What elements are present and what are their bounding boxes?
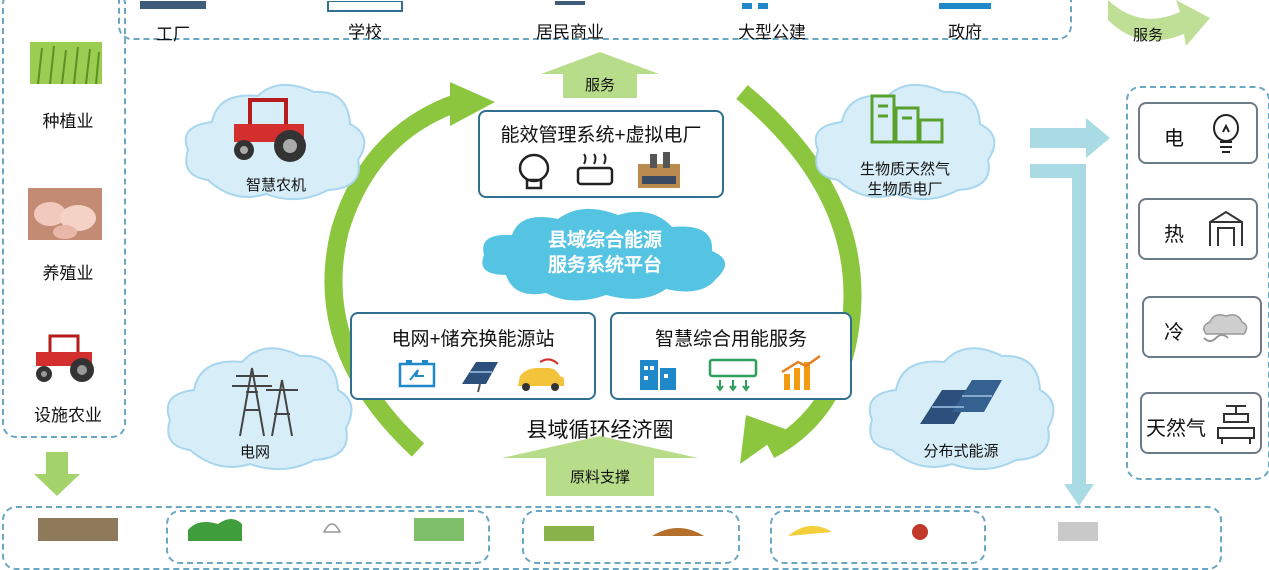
rice-field-icon — [30, 42, 102, 85]
smart-energy-service-icons — [640, 354, 821, 392]
heater-icon — [576, 153, 614, 186]
top-item-label: 政府 — [948, 23, 982, 42]
output-cold: 冷 — [1142, 296, 1262, 358]
grid-label: 电网 — [239, 444, 270, 461]
solar-panel-icon — [462, 362, 498, 393]
output-label: 热 — [1164, 224, 1184, 246]
pigs-icon — [28, 188, 102, 240]
factory-icon — [140, 1, 206, 9]
raw-material-up-arrow — [502, 436, 698, 496]
top-item-label: 学校 — [348, 23, 382, 42]
tractor-icon — [36, 334, 94, 382]
top-item-label: 大型公建 — [738, 23, 806, 42]
energy-management-title: 能效管理系统+虚拟电厂 — [500, 125, 702, 146]
top-item-factory: 工厂 — [128, 0, 218, 45]
solar-array-icon — [920, 380, 1002, 424]
top-right-service-label: 服务 — [1132, 27, 1163, 44]
grid-storage-icons — [398, 358, 564, 393]
government-icon — [939, 3, 991, 9]
distributed-label: 分布式能源 — [923, 443, 999, 460]
air-conditioner-icon — [708, 358, 758, 392]
raw-material-label: 原料支撑 — [569, 469, 630, 486]
biomass-cloud — [814, 84, 996, 201]
energy-management-box: 能效管理系统+虚拟电厂 — [478, 110, 724, 198]
left-item-label: 养殖业 — [42, 264, 94, 283]
cold-air-icon — [1203, 314, 1248, 342]
school-icon — [327, 0, 403, 12]
gas-valve-icon — [1217, 405, 1255, 444]
output-electricity: 电 — [1138, 102, 1258, 164]
smart-agri-cloud — [184, 84, 366, 201]
energy-management-icons — [518, 152, 680, 190]
biomass-line1: 生物质天然气 — [859, 161, 950, 178]
grid-storage-title: 电网+储充换能源站 — [391, 329, 555, 350]
power-tower-icon — [232, 367, 298, 437]
power-plant-icon — [638, 152, 680, 188]
top-item-school: 学校 — [320, 0, 410, 43]
bottom-thumbnails — [38, 518, 1098, 541]
biomass-line2: 生物质电厂 — [867, 181, 943, 198]
output-heat: 热 — [1138, 198, 1258, 260]
smart-agri-label: 智慧农机 — [245, 177, 306, 194]
platform-line2: 服务系统平台 — [547, 255, 662, 276]
service-up-arrow-label: 服务 — [584, 77, 615, 94]
output-label: 天然气 — [1146, 418, 1206, 440]
radiator-icon — [1209, 210, 1243, 246]
output-natural-gas: 天然气 — [1140, 392, 1262, 454]
left-down-arrow — [34, 452, 80, 496]
public-building-icon — [742, 3, 768, 9]
top-item-government: 政府 — [925, 0, 1005, 43]
left-item-facility-agri: 设施农业 — [20, 330, 116, 426]
top-consumers-panel — [118, 0, 1072, 40]
electric-car-icon — [518, 358, 564, 391]
distributed-cloud — [868, 347, 1055, 471]
biomass-plant-icon — [870, 94, 944, 144]
left-item-breeding: 养殖业 — [20, 188, 116, 284]
smart-energy-service-title: 智慧综合用能服务 — [654, 329, 807, 350]
buildings-icon — [640, 360, 676, 390]
biomass-label: 生物质天然气 生物质电厂 — [840, 160, 970, 200]
tractor-icon — [234, 98, 306, 162]
light-bulb-icon — [1213, 114, 1239, 153]
top-item-label: 工厂 — [156, 25, 190, 44]
residential-commercial-icon — [555, 1, 585, 5]
left-item-planting: 种植业 — [20, 42, 116, 132]
output-label: 冷 — [1164, 322, 1184, 344]
platform-line1: 县域综合能源 — [547, 230, 662, 251]
smart-energy-service-box: 智慧综合用能服务 — [610, 312, 852, 400]
agriculture-panel — [2, 0, 126, 438]
platform-cloud — [482, 208, 726, 301]
growth-chart-icon — [781, 354, 821, 390]
grid-cloud — [166, 347, 353, 471]
battery-icon — [398, 360, 436, 388]
output-label: 电 — [1164, 128, 1184, 150]
platform-title: 县域综合能源 服务系统平台 — [500, 228, 710, 278]
top-item-residential: 居民商业 — [515, 0, 625, 43]
grid-storage-box: 电网+储充换能源站 — [350, 312, 596, 400]
service-curved-arrow — [1108, 0, 1210, 46]
service-up-arrow — [541, 52, 659, 98]
top-item-public-building: 大型公建 — [722, 0, 822, 43]
bulb-icon — [518, 153, 550, 190]
top-item-label: 居民商业 — [536, 23, 604, 42]
output-arrows — [1030, 118, 1110, 506]
left-item-label: 设施农业 — [34, 406, 102, 425]
left-item-label: 种植业 — [42, 112, 94, 131]
circular-economy-label: 县域循环经济圈 — [526, 419, 674, 442]
